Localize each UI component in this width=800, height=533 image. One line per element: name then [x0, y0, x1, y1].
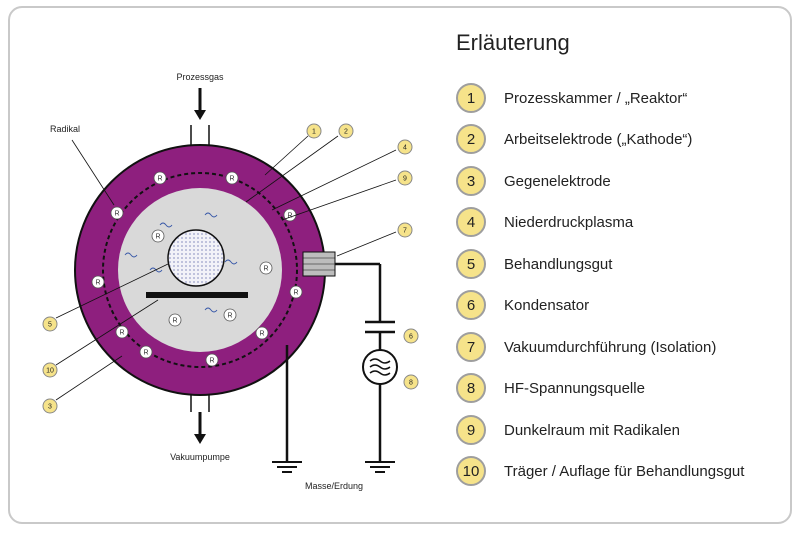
radical-particle: R: [283, 208, 297, 222]
callout-badge: 5: [42, 316, 58, 332]
hf-source-icon: [362, 349, 398, 385]
ground-label: Masse/Erdung: [305, 481, 363, 491]
radical-label: Radikal: [50, 124, 80, 134]
legend-item-label: Vakuumdurchführung (Isolation): [504, 338, 717, 356]
svg-text:R: R: [227, 313, 232, 320]
svg-text:R: R: [172, 318, 177, 325]
legend-number-badge: 9: [456, 415, 486, 445]
legend-number-badge: 8: [456, 373, 486, 403]
callout-badge: 3: [42, 398, 58, 414]
legend-item: 1 Prozesskammer / „Reaktor“: [456, 83, 687, 113]
legend-number-badge: 3: [456, 166, 486, 196]
legend-item-label: Träger / Auflage für Behandlungsgut: [504, 462, 745, 480]
svg-text:R: R: [95, 280, 100, 287]
legend-number-badge: 5: [456, 249, 486, 279]
legend-item-label: Kondensator: [504, 296, 590, 314]
callout-badge: 1: [306, 123, 322, 139]
legend-item-label: Arbeitselektrode („Kathode“): [504, 130, 693, 148]
legend-item-label: Prozesskammer / „Reaktor“: [504, 89, 688, 107]
workpiece: [167, 229, 225, 287]
radical-particle: R: [259, 261, 273, 275]
legend-number-badge: 7: [456, 332, 486, 362]
radical-particle: R: [115, 325, 129, 339]
legend-item: 7 Vakuumdurchführung (Isolation): [456, 332, 716, 362]
svg-text:9: 9: [403, 176, 407, 183]
svg-text:R: R: [263, 266, 268, 273]
radical-particle: R: [110, 206, 124, 220]
svg-text:7: 7: [403, 228, 407, 235]
legend-item-label: HF-Spannungsquelle: [504, 379, 645, 397]
svg-text:4: 4: [403, 145, 407, 152]
callout-badge: 6: [403, 328, 419, 344]
legend-number-badge: 4: [456, 207, 486, 237]
svg-text:R: R: [155, 234, 160, 241]
legend-item-label: Gegenelektrode: [504, 172, 611, 190]
legend-number-badge: 1: [456, 83, 486, 113]
legend-item: 5 Behandlungsgut: [456, 249, 612, 279]
radical-particle: R: [139, 345, 153, 359]
radical-particle: R: [223, 308, 237, 322]
svg-text:R: R: [287, 213, 292, 220]
legend-item: 4 Niederdruckplasma: [456, 207, 633, 237]
radical-particle: R: [205, 353, 219, 367]
dark-space-boundary: [102, 172, 298, 368]
legend-number-badge: 10: [456, 456, 486, 486]
callout-badge: 7: [397, 222, 413, 238]
svg-text:R: R: [209, 358, 214, 365]
svg-text:1: 1: [312, 129, 316, 136]
gas-inlet-arrow: [194, 88, 206, 120]
ground-symbol-icon: [272, 461, 302, 473]
legend-item-label: Behandlungsgut: [504, 255, 613, 273]
radical-particle: R: [168, 313, 182, 327]
ground-symbol-icon: [365, 461, 395, 473]
svg-text:R: R: [293, 290, 298, 297]
radical-particle: R: [255, 326, 269, 340]
callout-lines: [55, 135, 397, 401]
legend-item: 3 Gegenelektrode: [456, 166, 611, 196]
svg-text:6: 6: [409, 334, 413, 341]
svg-text:R: R: [114, 211, 119, 218]
legend-number-badge: 2: [456, 124, 486, 154]
legend-item: 9 Dunkelraum mit Radikalen: [456, 415, 680, 445]
legend-item: 8 HF-Spannungsquelle: [456, 373, 645, 403]
svg-text:R: R: [229, 176, 234, 183]
legend-item-label: Niederdruckplasma: [504, 213, 634, 231]
callout-badge: 2: [338, 123, 354, 139]
svg-text:R: R: [143, 350, 148, 357]
legend-number-badge: 6: [456, 290, 486, 320]
svg-text:R: R: [259, 331, 264, 338]
carrier-plate: [146, 292, 248, 298]
radical-particle: R: [153, 171, 167, 185]
legend-item: 10 Träger / Auflage für Behandlungsgut: [456, 456, 744, 486]
legend-item: 6 Kondensator: [456, 290, 589, 320]
pump-outlet-arrow: [194, 412, 206, 444]
process-gas-label: Prozessgas: [176, 72, 224, 82]
callout-badge: 8: [403, 374, 419, 390]
radical-particle: R: [91, 275, 105, 289]
radical-pointer: [71, 139, 115, 206]
reactor-diagram: Prozessgas Vakuumpumpe R R R R: [42, 72, 419, 491]
legend-item-label: Dunkelraum mit Radikalen: [504, 421, 680, 439]
legend-item: 2 Arbeitselektrode („Kathode“): [456, 124, 692, 154]
legend-title: Erläuterung: [456, 30, 570, 55]
svg-text:R: R: [157, 176, 162, 183]
capacitor: [365, 320, 395, 334]
svg-text:5: 5: [48, 322, 52, 329]
vacuum-pump-label: Vakuumpumpe: [170, 452, 230, 462]
svg-text:3: 3: [48, 404, 52, 411]
radical-particle: R: [225, 171, 239, 185]
svg-text:R: R: [119, 330, 124, 337]
electrical-circuit: [285, 262, 382, 462]
callout-badge: 10: [42, 362, 58, 378]
radical-particle: R: [151, 229, 165, 243]
callout-badge: 4: [397, 139, 413, 155]
callout-badge: 9: [397, 170, 413, 186]
svg-text:8: 8: [409, 380, 413, 387]
radical-particle: R: [289, 285, 303, 299]
svg-text:10: 10: [46, 368, 54, 375]
svg-text:2: 2: [344, 129, 348, 136]
